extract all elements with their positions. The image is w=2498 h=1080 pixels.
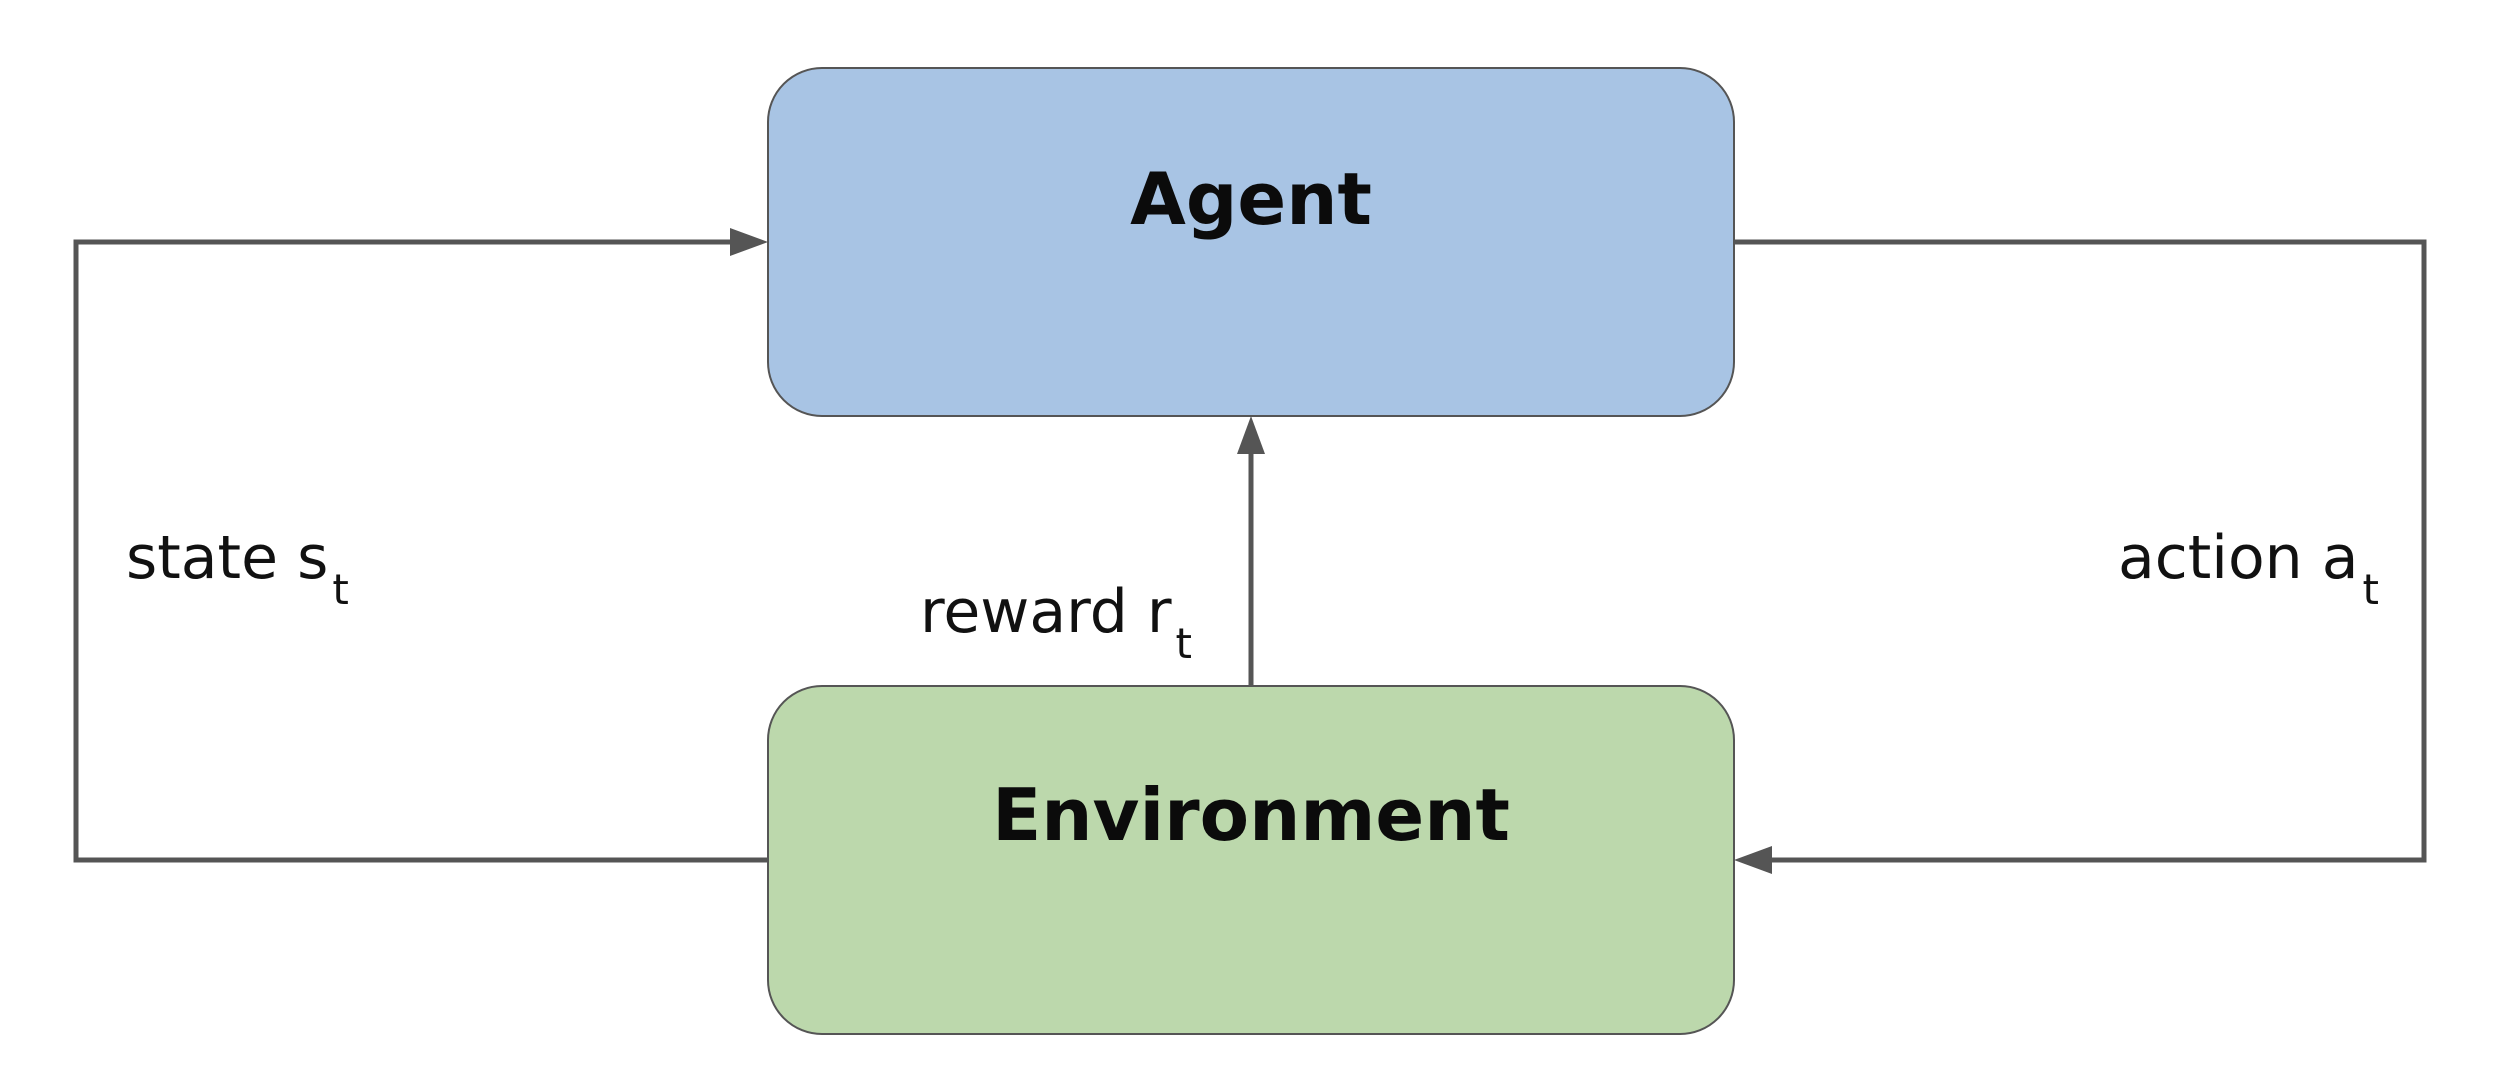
reward-label: reward rt <box>920 577 1192 668</box>
action-label: action at <box>2118 523 2379 614</box>
agent-node: Agent <box>767 67 1735 417</box>
action-label-subscript: t <box>2363 565 2379 614</box>
action-arrow-line <box>1734 239 2427 863</box>
action-edge: action at <box>1734 239 2427 874</box>
reward-label-subscript: t <box>1176 619 1192 668</box>
state-edge: state st <box>73 228 768 863</box>
reward-label-text: reward r <box>920 577 1172 647</box>
environment-box <box>767 685 1735 1035</box>
state-label: state st <box>126 523 349 614</box>
state-arrowhead <box>730 228 768 256</box>
state-arrow-line <box>73 239 768 863</box>
reward-arrowhead <box>1237 416 1265 454</box>
state-label-text: state s <box>126 523 328 593</box>
reward-edge: reward rt <box>920 416 1265 686</box>
action-arrowhead <box>1734 846 1772 874</box>
state-label-subscript: t <box>332 565 348 614</box>
action-label-text: action a <box>2118 523 2359 593</box>
agent-box <box>767 67 1735 417</box>
agent-label: Agent <box>1130 157 1372 241</box>
environment-node: Environment <box>767 685 1735 1035</box>
environment-label: Environment <box>992 773 1510 857</box>
